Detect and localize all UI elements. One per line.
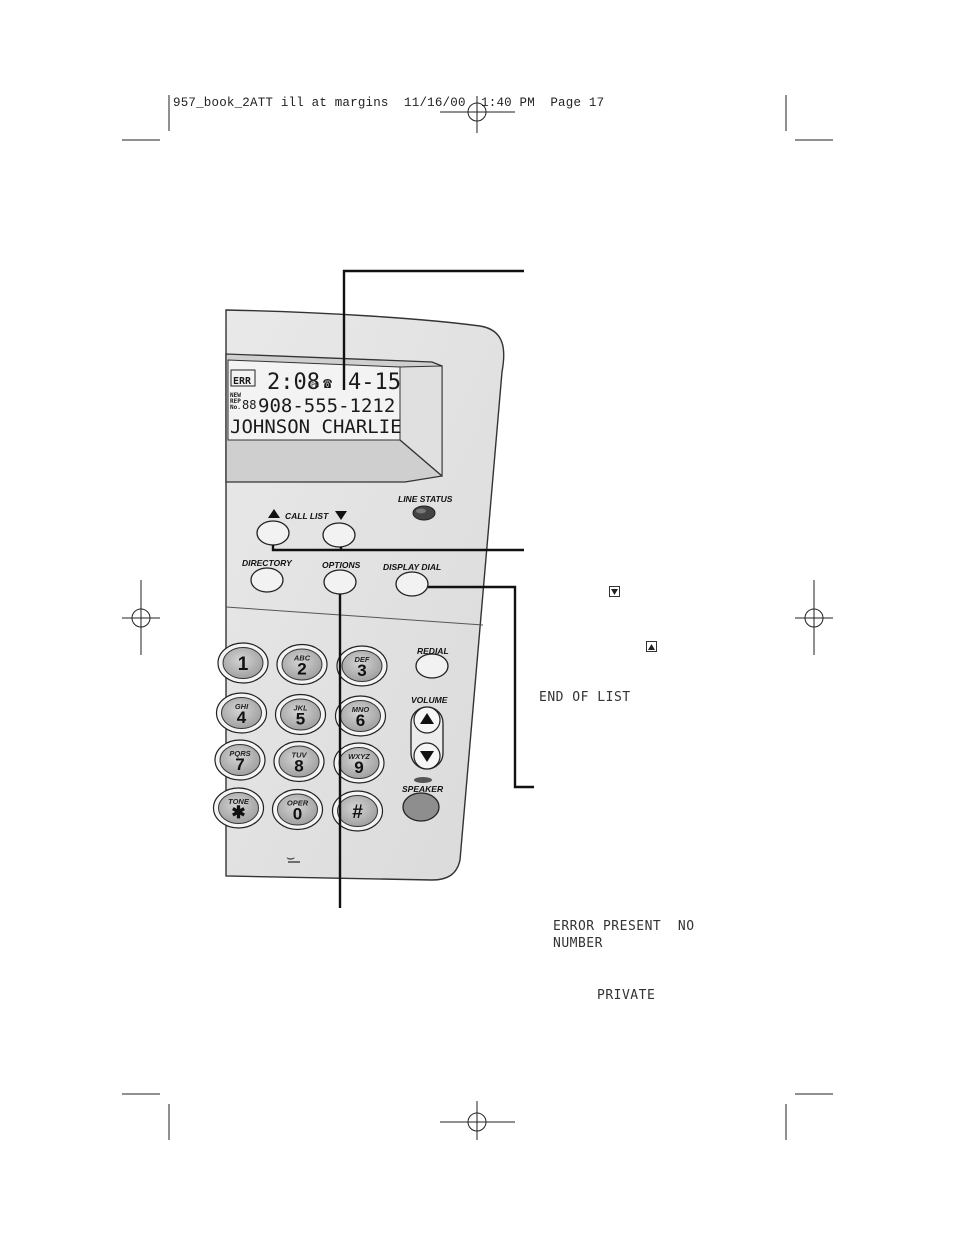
lcd-time: 2:08 (267, 370, 320, 395)
key-digit: # (352, 802, 363, 823)
key-letters: TUV (292, 751, 308, 760)
down-triangle-icon (611, 588, 618, 595)
lcd-date: 4-15 (348, 370, 401, 395)
key-digit: 8 (294, 757, 303, 776)
page-header-slug: 957_book_2ATT ill at margins 11/16/00 1:… (173, 96, 605, 110)
key-letters: JKL (293, 704, 308, 713)
key-digit: 6 (356, 711, 365, 730)
key-1: 1 (217, 642, 269, 684)
key-digit: 0 (293, 805, 302, 824)
callout-lines (271, 269, 534, 908)
key-digit: 7 (235, 755, 244, 774)
speaker-light (414, 777, 432, 783)
volume-down-icon (420, 751, 434, 762)
directory-button (250, 567, 284, 593)
key-digit: 5 (296, 710, 305, 729)
redial-button (415, 653, 449, 679)
private-text: PRIVATE (597, 988, 656, 1003)
lcd-number: 908-555-1212 (258, 395, 395, 417)
registration-mark-bottom (440, 1101, 515, 1140)
keypad-divider (225, 606, 484, 626)
call-list-label: CALL LIST (285, 511, 329, 521)
lcd-no-label: No. (230, 404, 241, 411)
up-triangle-icon (648, 643, 655, 650)
speaker-button (402, 792, 440, 822)
options-button (323, 569, 357, 595)
registration-mark-right (795, 580, 833, 655)
registration-mark-top (440, 96, 515, 133)
volume-label: VOLUME (411, 695, 448, 705)
key-letters: GHI (235, 702, 249, 711)
key-digit: 4 (237, 708, 247, 727)
microphone-icon: ⌣ (286, 849, 295, 865)
key-letters: ABC (293, 654, 311, 663)
up-arrow-symbol (646, 641, 657, 652)
volume-up-icon (420, 713, 434, 724)
lcd-rep-label: REP (230, 398, 241, 405)
key-letters: PQRS (229, 749, 250, 758)
end-of-list-text: END OF LIST (539, 690, 631, 705)
key-letters: DEF (355, 655, 370, 664)
key-digit: ✱ (231, 803, 245, 822)
display-dial-button (395, 571, 429, 597)
down-arrow-symbol (609, 586, 620, 597)
call-list-up-icon (268, 509, 280, 518)
key-pound: # (331, 790, 384, 832)
line-status-label: LINE STATUS (398, 494, 453, 504)
options-label: OPTIONS (322, 560, 361, 570)
key-letters: WXYZ (348, 752, 370, 761)
redial-label: REDIAL (417, 646, 449, 656)
number-text: NUMBER (553, 936, 603, 951)
callout-display-dial (428, 585, 534, 789)
call-list-up-button (256, 520, 290, 546)
error-present-text: ERROR PRESENT NO (553, 919, 695, 934)
key-digit: 3 (357, 661, 366, 680)
call-list-down-icon (335, 511, 347, 520)
key-digit: 9 (354, 758, 363, 777)
lcd-count: 88 (242, 398, 256, 412)
lcd-err-label: ERR (233, 376, 252, 387)
lcd-handset-icon: ☎ (323, 374, 332, 392)
speaker-label: SPEAKER (402, 784, 444, 794)
lcd-name: JOHNSON CHARLIE (230, 416, 402, 438)
call-list-down-button (322, 522, 356, 548)
key-letters: OPER (287, 799, 309, 808)
registration-mark-left (122, 580, 160, 655)
key-letters: MNO (352, 705, 370, 714)
display-dial-label: DISPLAY DIAL (383, 562, 441, 572)
directory-label: DIRECTORY (242, 558, 293, 568)
callout-display (342, 269, 524, 390)
key-letters: TONE (228, 797, 250, 806)
key-digit: 2 (297, 660, 306, 679)
callout-call-list (271, 545, 524, 552)
key-star: TONE✱ (212, 787, 265, 829)
lcd-ampm: PM (311, 381, 319, 389)
key-digit: 1 (238, 654, 249, 675)
lcd-new-label: NEW (230, 392, 241, 399)
